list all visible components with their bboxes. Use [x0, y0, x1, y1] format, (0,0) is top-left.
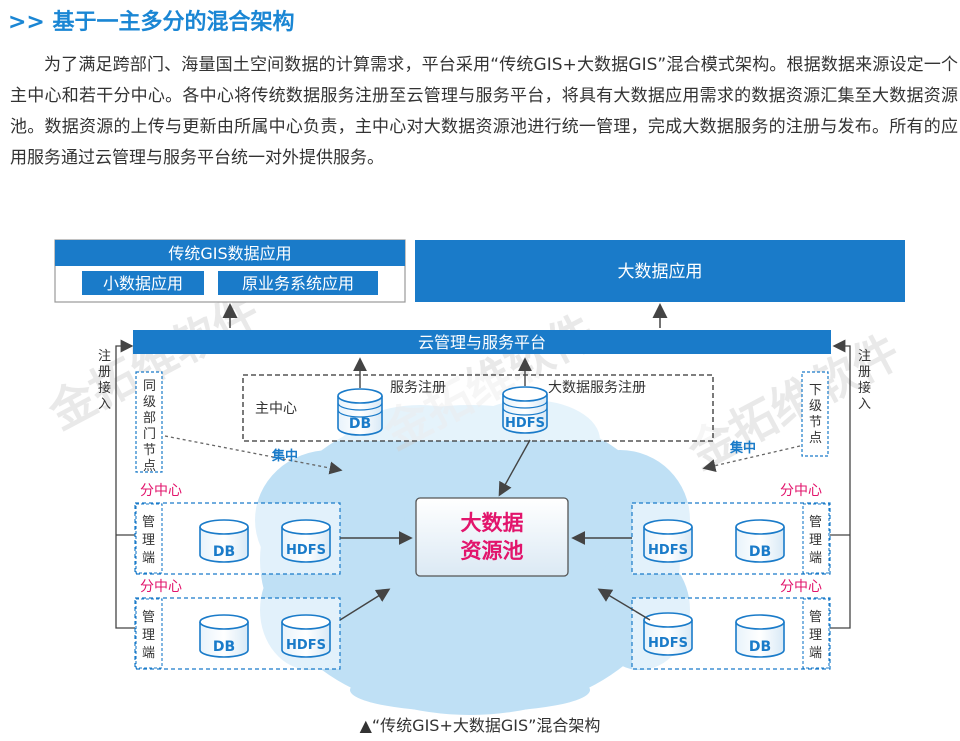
mgmt-end-label: 管理端 [142, 515, 155, 566]
main-center-box [242, 374, 714, 442]
mgmt-end-box [802, 503, 830, 574]
gis-app-title: 传统GIS数据应用 [168, 244, 291, 263]
mgmt-end-box [802, 598, 830, 669]
right-gather-label: 集中 [729, 440, 756, 456]
same-level-node-box [135, 371, 163, 473]
legacy-app-label: 原业务系统应用 [242, 274, 354, 293]
service-reg-label: 服务注册 [390, 380, 446, 396]
main-db-label: DB [349, 416, 371, 432]
hdfs-label: HDFS [648, 543, 688, 558]
main-hdfs-label: HDFS [505, 416, 545, 431]
left-gather-label: 集中 [271, 448, 298, 464]
sub-center-label: 分中心 [140, 579, 182, 595]
main-center-label: 主中心 [255, 401, 297, 417]
left-reg-line [115, 339, 135, 629]
hdfs-label: HDFS [286, 638, 326, 653]
right-gather-line [702, 445, 801, 472]
small-data-app-label: 小数据应用 [103, 274, 183, 293]
db-label: DB [213, 544, 235, 560]
db-label: DB [213, 639, 235, 655]
small-data-app-box [82, 271, 204, 295]
page-heading: >> 基于一主多分的混合架构 [8, 10, 295, 35]
same-level-node-label: 同级部门节点 [143, 379, 156, 474]
lower-node-label: 下级节点 [809, 383, 822, 446]
cloud-platform-label: 云管理与服务平台 [418, 333, 546, 352]
hdfs-label: HDFS [286, 543, 326, 558]
mgmt-end-box [135, 503, 163, 574]
right-reg-line [830, 339, 851, 629]
intro-paragraph: 为了满足跨部门、海量国土空间数据的计算需求，平台采用“传统GIS+大数据GIS”… [10, 55, 958, 168]
big-data-pool-box [415, 497, 569, 577]
mgmt-end-label: 管理端 [809, 610, 822, 661]
lower-node-box [801, 371, 829, 457]
cloud-platform-bar [133, 330, 831, 354]
mgmt-end-box [135, 598, 163, 669]
mgmt-end-label: 管理端 [142, 610, 155, 661]
figure-caption: ▲“传统GIS+大数据GIS”混合架构 [359, 716, 601, 735]
arrow-hdfs-to-pool [498, 439, 531, 497]
bigdata-service-reg-label: 大数据服务注册 [548, 380, 646, 396]
sub-center-label: 分中心 [780, 483, 822, 499]
arrow-left2-to-pool [339, 588, 391, 621]
sub-center-label: 分中心 [140, 483, 182, 499]
left-reg-access-label: 注册接入 [98, 349, 111, 412]
db-label: DB [749, 544, 771, 560]
sub-center-label: 分中心 [780, 579, 822, 595]
right-reg-access-label: 注册接入 [858, 349, 871, 412]
big-data-app-label: 大数据应用 [618, 262, 703, 282]
pool-label-line1: 大数据 [461, 511, 524, 535]
gis-app-title-bar [55, 240, 405, 266]
hdfs-label: HDFS [648, 636, 688, 651]
mgmt-end-label: 管理端 [809, 515, 822, 566]
arrow-right2-to-pool [597, 588, 651, 621]
big-data-app-box [415, 240, 905, 302]
legacy-app-box [218, 271, 378, 295]
pool-label-line2: 资源池 [461, 539, 524, 563]
db-label: DB [749, 639, 771, 655]
